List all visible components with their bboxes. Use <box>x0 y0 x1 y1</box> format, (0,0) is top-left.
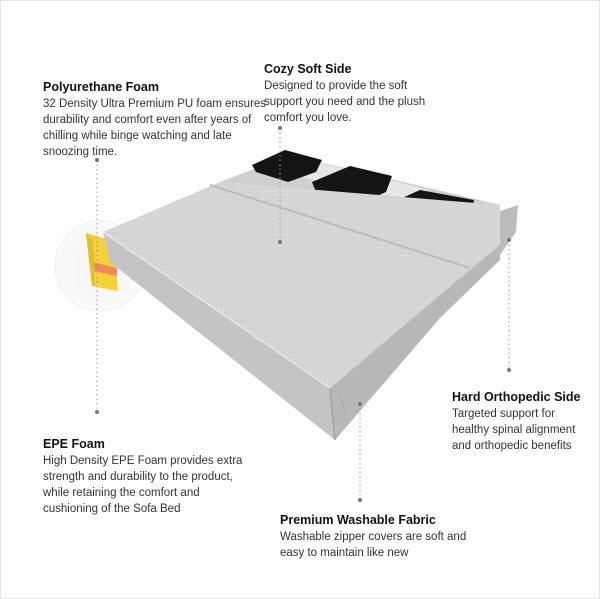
callout-text: High Density EPE Foam provides extra str… <box>43 455 243 515</box>
callout-fabric: Premium Washable Fabric Washable zipper … <box>280 513 470 561</box>
callout-pu-foam: Polyurethane Foam 32 Density Ultra Premi… <box>43 80 273 160</box>
dot-hard-bottom <box>507 368 511 372</box>
leader-dots <box>95 126 511 502</box>
dot-hard-top <box>507 238 511 242</box>
dot-fabric-top <box>358 402 362 406</box>
dot-fabric-bottom <box>358 498 362 502</box>
callout-text: 32 Density Ultra Premium PU foam ensures… <box>43 98 267 158</box>
callout-text: Washable zipper covers are soft and easy… <box>280 531 467 559</box>
callout-epe-foam: EPE Foam High Density EPE Foam provides … <box>43 437 253 517</box>
callout-title: Cozy Soft Side <box>264 62 352 76</box>
callout-hard-side: Hard Orthopedic Side Targeted support fo… <box>452 390 592 454</box>
dot-pu-top <box>95 158 99 162</box>
mattress-body <box>102 182 518 441</box>
callout-text: Targeted support for healthy spinal alig… <box>452 408 576 452</box>
dot-cozy-bottom <box>278 240 282 244</box>
callout-title: Hard Orthopedic Side <box>452 390 581 404</box>
dot-cozy-top <box>278 126 282 130</box>
callout-cozy-side: Cozy Soft Side Designed to provide the s… <box>264 62 444 126</box>
callout-text: Designed to provide the soft support you… <box>264 80 426 124</box>
dot-epe <box>95 410 99 414</box>
callout-title: Premium Washable Fabric <box>280 513 436 527</box>
leader-lines <box>96 128 510 500</box>
callout-title: Polyurethane Foam <box>43 80 159 94</box>
handle-left <box>252 150 322 182</box>
callout-title: EPE Foam <box>43 437 105 451</box>
